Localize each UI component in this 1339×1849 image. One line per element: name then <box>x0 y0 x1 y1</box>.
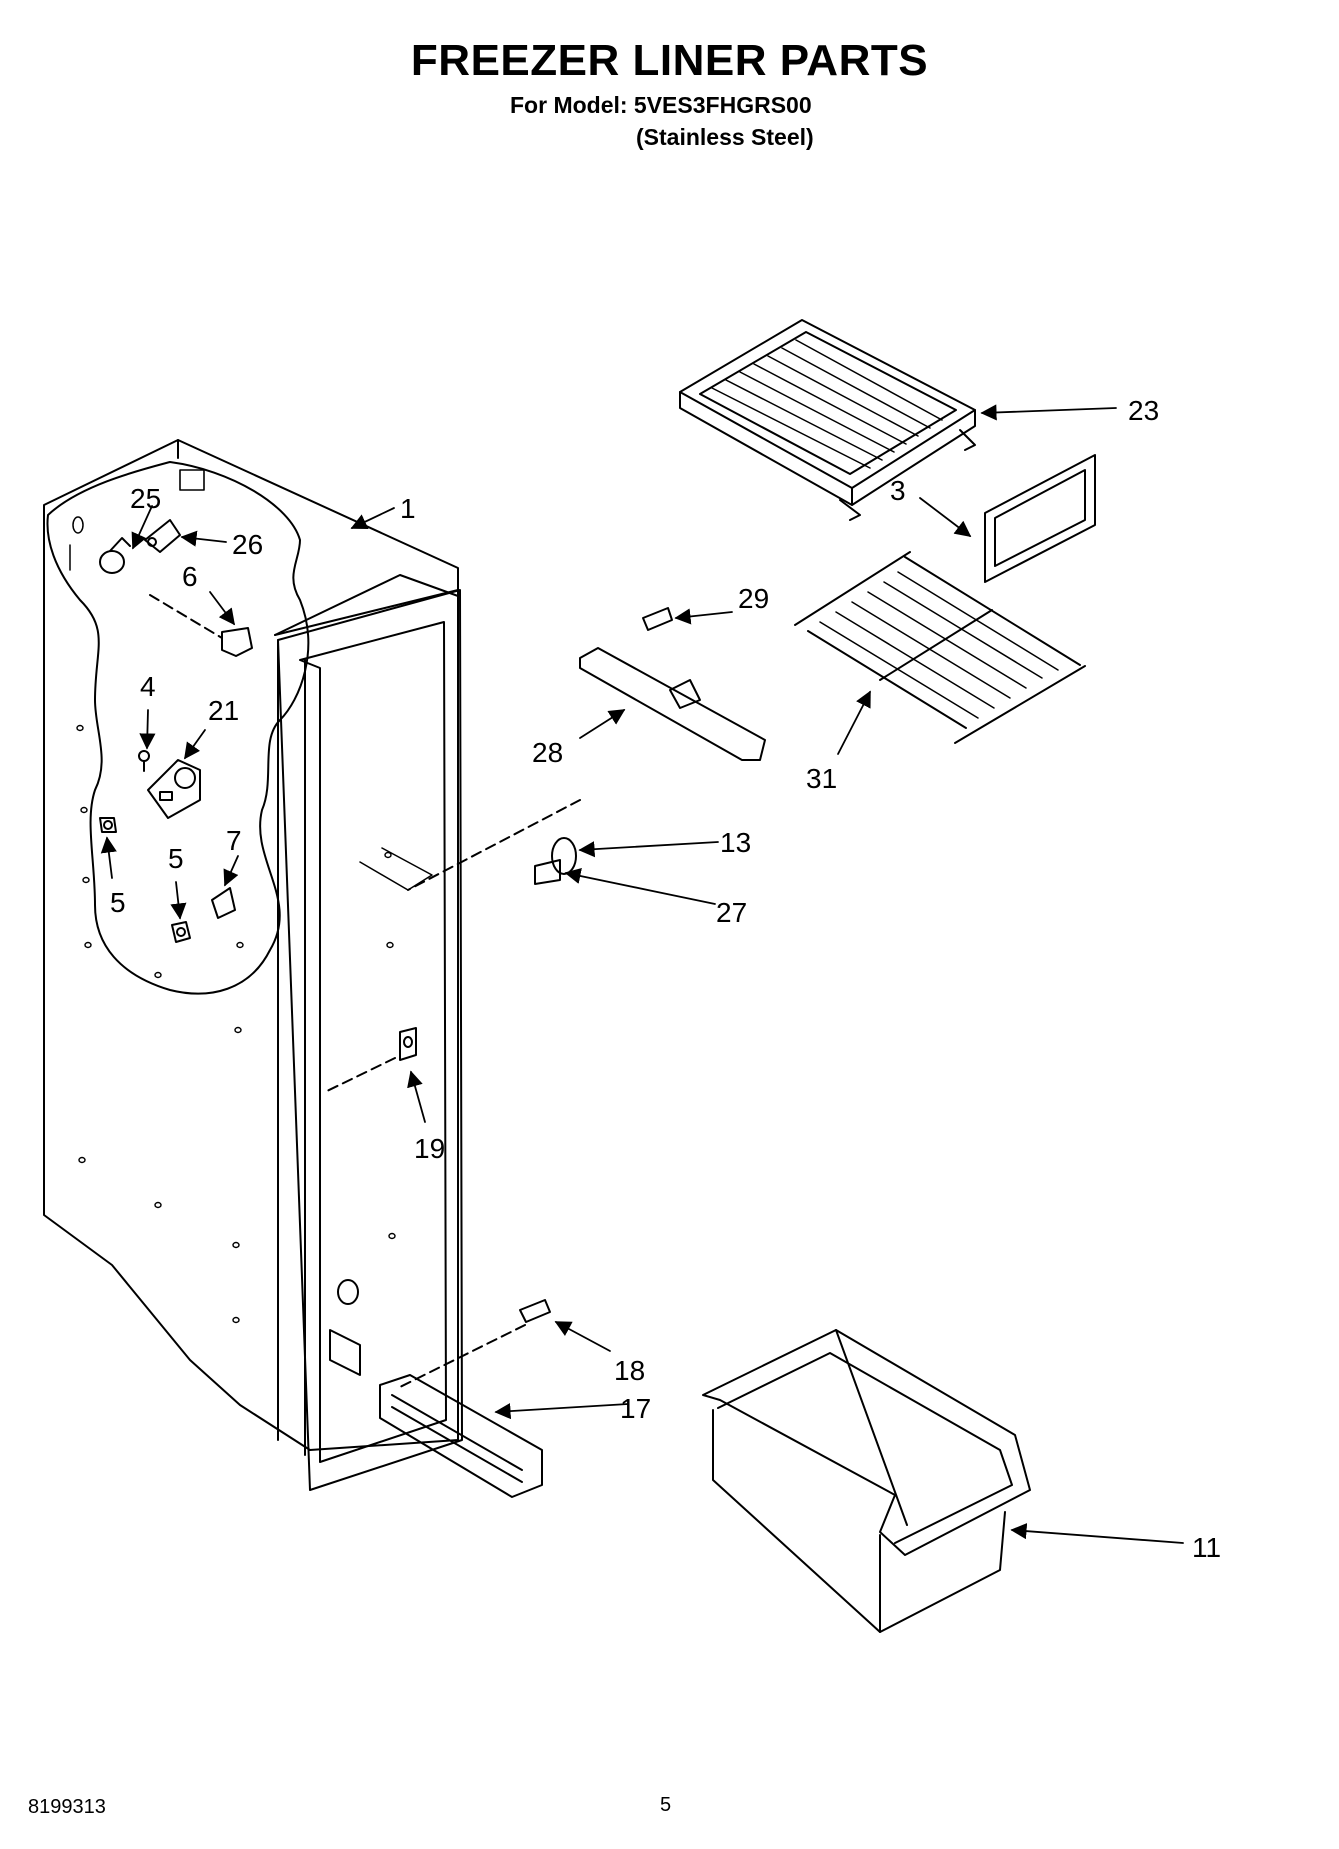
leader-arrows <box>100 404 1184 1544</box>
callout-31: 31 <box>806 763 837 794</box>
callout-1: 1 <box>400 493 416 524</box>
shelf-end-cap-part-3 <box>984 454 1096 583</box>
screw-part-27 <box>534 859 561 885</box>
callout-29: 29 <box>738 583 769 614</box>
callout-27: 27 <box>716 897 747 928</box>
wire-shelf-part-31 <box>794 551 1086 744</box>
callout-28: 28 <box>532 737 563 768</box>
freezer-shelf-part-23 <box>679 319 976 521</box>
screw-part-29 <box>642 607 673 631</box>
screw-part-5-lower <box>171 921 191 943</box>
shelf-support-part-28 <box>579 647 766 761</box>
screw-part-18 <box>519 1299 551 1323</box>
callout-6: 6 <box>182 561 198 592</box>
callout-25: 25 <box>130 483 161 514</box>
model-line: For Model: 5VES3FHGRS00 <box>510 92 812 118</box>
callout-4: 4 <box>140 671 156 702</box>
thermostat-housing-part-21 <box>147 759 201 819</box>
page-title: FREEZER LINER PARTS <box>410 36 929 85</box>
mounting-clip-part-6 <box>149 594 253 657</box>
callout-labels: 23 3 1 25 26 6 4 21 5 5 7 29 28 31 13 27… <box>110 395 1221 1563</box>
callout-7: 7 <box>226 825 242 856</box>
callout-17: 17 <box>620 1393 651 1424</box>
grommet-part-13 <box>551 837 577 875</box>
callout-21: 21 <box>208 695 239 726</box>
bracket-part-7 <box>211 887 236 919</box>
callout-23: 23 <box>1128 395 1159 426</box>
document-number: 8199313 <box>28 1796 106 1818</box>
screw-part-5-upper <box>99 817 117 833</box>
finish-line: (Stainless Steel) <box>636 124 814 150</box>
callout-13: 13 <box>720 827 751 858</box>
callout-3: 3 <box>890 475 906 506</box>
toe-grille-part-17 <box>379 1374 543 1498</box>
freezer-bin-part-11 <box>702 1329 1031 1633</box>
page-number: 5 <box>660 1794 672 1816</box>
callout-11: 11 <box>1192 1532 1221 1563</box>
callout-5-mid: 5 <box>168 843 184 874</box>
freezer-liner-cabinet <box>43 439 463 1491</box>
light-socket-part-26 <box>144 519 181 553</box>
screw-part-4 <box>138 750 150 772</box>
callout-5-left: 5 <box>110 887 126 918</box>
switch-part-19 <box>399 1027 417 1061</box>
light-bulb-part-25 <box>99 537 131 574</box>
callout-26: 26 <box>232 529 263 560</box>
callout-18: 18 <box>614 1355 645 1386</box>
callout-19: 19 <box>414 1133 445 1164</box>
